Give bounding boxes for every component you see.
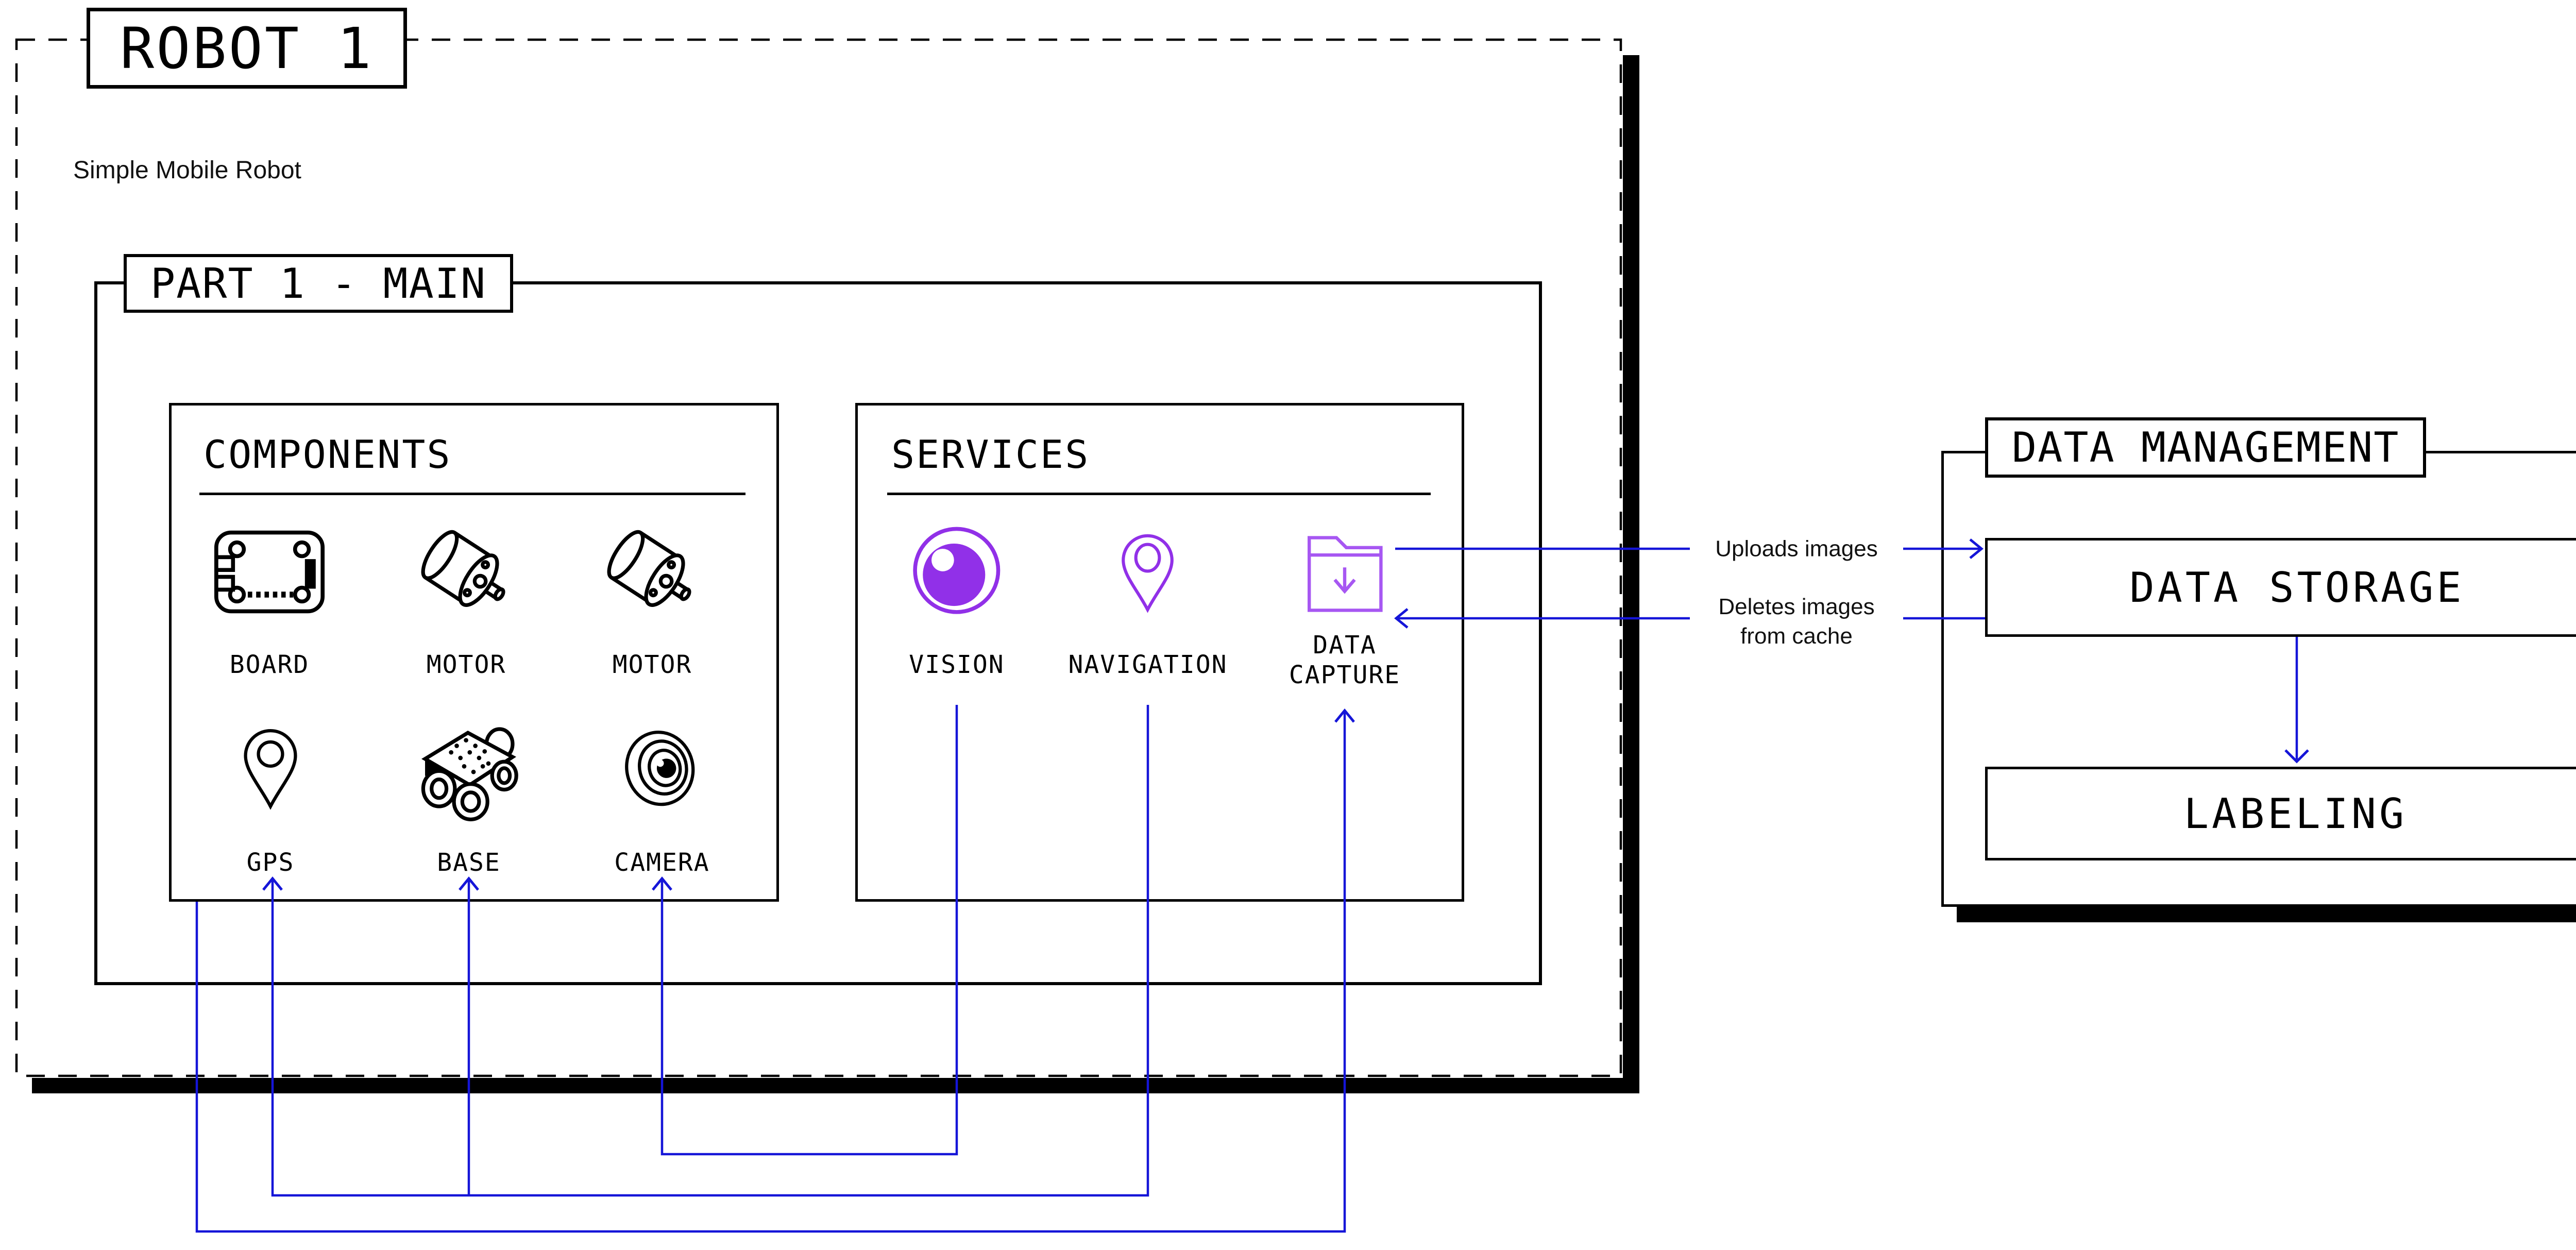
service-cell-navigation: NAVIGATION [1069, 518, 1228, 680]
uploads-images-label: Uploads images [1715, 536, 1878, 562]
service-cell-data-capture: DATA CAPTURE [1280, 518, 1409, 690]
component-cell-motor-1: MOTOR [411, 518, 522, 680]
wire-vision-to-camera [660, 705, 958, 1156]
motor-icon [597, 518, 708, 626]
deletes-images-label: Deletes images from cache [1718, 594, 1875, 649]
component-cell-motor-2: MOTOR [597, 518, 708, 680]
part1-container [94, 281, 1542, 985]
robot-base-icon [409, 714, 530, 822]
service-cell-vision: VISION [909, 518, 1004, 680]
component-label: MOTOR [426, 650, 506, 679]
component-cell-base: BASE [409, 714, 530, 877]
components-title: COMPONENTS [204, 432, 452, 477]
wire-components-to-data-capture [195, 712, 1346, 1233]
service-label: NAVIGATION [1068, 650, 1228, 679]
data-management-title: DATA MANAGEMENT [2012, 424, 2400, 471]
arrowhead-uploads [1969, 538, 1984, 559]
robot-shadow-right [1623, 55, 1639, 1093]
component-label: CAMERA [614, 848, 710, 877]
component-cell-gps: GPS [239, 714, 303, 877]
service-label: VISION [909, 650, 1005, 679]
services-title: SERVICES [891, 432, 1090, 477]
robot-subtitle: Simple Mobile Robot [73, 157, 301, 184]
data-capture-folder-icon [1303, 518, 1386, 626]
component-label: GPS [246, 848, 295, 877]
data-storage-label: DATA STORAGE [2129, 563, 2465, 612]
component-cell-camera: CAMERA [614, 714, 709, 877]
arrowhead-camera [652, 876, 672, 891]
motor-icon [411, 518, 522, 626]
component-cell-board: BOARD [210, 518, 329, 680]
services-title-rule [887, 493, 1431, 495]
part1-title-tag: PART 1 - MAIN [124, 254, 514, 313]
navigation-pin-icon [1116, 518, 1179, 626]
arrowhead-gps [262, 876, 283, 891]
robot-title-tag: ROBOT 1 [87, 8, 407, 89]
arrowhead-deletes [1394, 608, 1409, 629]
arrowhead-base [459, 876, 479, 891]
vision-eye-icon [909, 518, 1004, 626]
part1-title: PART 1 - MAIN [150, 259, 487, 308]
robot-title: ROBOT 1 [120, 15, 374, 81]
labeling-box: LABELING [1985, 767, 2576, 860]
wire-navigation-to-gps [271, 705, 1149, 1197]
service-label: DATA CAPTURE [1289, 631, 1401, 689]
components-title-rule [199, 493, 745, 495]
data-storage-box: DATA STORAGE [1985, 538, 2576, 637]
arrowhead-data-capture [1334, 708, 1355, 723]
data-management-shadow-bottom [1957, 907, 2576, 922]
gps-pin-icon [239, 714, 303, 822]
data-management-title-tag: DATA MANAGEMENT [1985, 417, 2427, 478]
labeling-label: LABELING [2183, 789, 2408, 838]
arrowhead-labeling [2284, 749, 2309, 764]
component-label: BOARD [229, 650, 310, 679]
component-label: BASE [437, 848, 501, 877]
camera-lens-icon [618, 714, 706, 822]
robot-shadow-bottom [32, 1078, 1639, 1093]
circuit-board-icon [210, 518, 329, 626]
component-label: MOTOR [612, 650, 692, 679]
